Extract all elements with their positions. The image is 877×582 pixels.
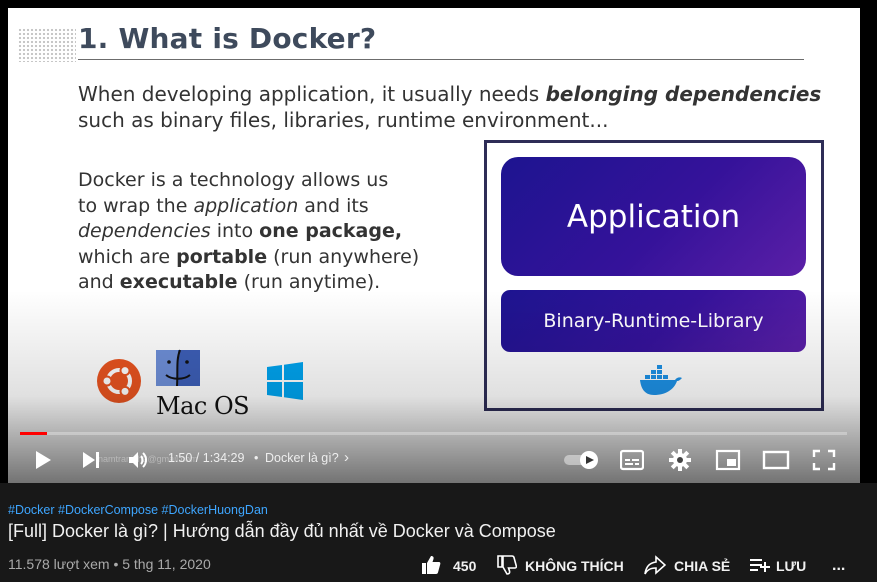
application-box: Application	[501, 157, 806, 276]
watermark-text: namtranich2@gmail.com	[98, 454, 198, 464]
miniplayer-icon[interactable]	[715, 449, 741, 471]
video-frame[interactable]: 1. What is Docker? When developing appli…	[8, 8, 860, 483]
playlist-add-icon	[749, 556, 771, 577]
save-label: LƯU	[776, 558, 807, 574]
like-button[interactable]: 450	[421, 555, 476, 577]
hashtag-links[interactable]: #Docker #DockerCompose #DockerHuongDan	[8, 503, 268, 517]
next-icon[interactable]	[80, 449, 102, 471]
view-count-date: 11.578 lượt xem • 5 thg 11, 2020	[8, 556, 211, 572]
dislike-button[interactable]: KHÔNG THÍCH	[497, 554, 624, 578]
settings-icon[interactable]	[668, 448, 692, 472]
decorative-dot-pattern	[18, 28, 76, 62]
chevron-right-icon[interactable]: ›	[344, 449, 349, 466]
slide-title: 1. What is Docker?	[78, 22, 377, 55]
macos-label: Mac OS	[156, 392, 250, 420]
desc-line: dependencies into one package,	[78, 220, 403, 243]
subtitles-icon[interactable]	[620, 449, 644, 471]
progress-bar[interactable]	[20, 432, 847, 435]
chapter-title[interactable]: Docker là gì?	[265, 451, 339, 465]
ubuntu-logo-icon	[96, 358, 142, 409]
desc-line: to wrap the application and its	[78, 194, 369, 217]
dislike-label: KHÔNG THÍCH	[525, 558, 624, 574]
thumbs-down-icon	[497, 554, 518, 578]
intro-emphasis: belonging dependencies	[545, 82, 822, 106]
desc-line: which are portable (run anywhere)	[78, 245, 420, 268]
play-icon[interactable]	[30, 448, 54, 472]
docker-whale-icon	[639, 365, 683, 402]
share-arrow-icon	[644, 554, 667, 578]
progress-played	[20, 432, 48, 435]
theater-icon[interactable]	[762, 450, 790, 470]
title-divider	[78, 59, 804, 60]
time-display: 1:50 / 1:34:29	[168, 451, 245, 465]
volume-icon[interactable]	[127, 449, 149, 471]
binary-runtime-library-box: Binary-Runtime-Library	[501, 290, 806, 352]
windows-logo-icon	[265, 361, 305, 406]
intro-text: When developing application, it usually …	[78, 82, 546, 106]
share-label: CHIA SẺ	[674, 558, 731, 574]
slide-description: Docker is a technology allows us to wrap…	[78, 168, 419, 296]
player-controls: namtranich2@gmail.com 1:50 / 1:34:29 • D…	[0, 440, 877, 480]
save-button[interactable]: LƯU	[749, 555, 806, 577]
video-title: [Full] Docker là gì? | Hướng dẫn đầy đủ …	[8, 521, 556, 541]
intro-text-line2: such as binary files, libraries, runtime…	[78, 108, 609, 132]
docker-container-diagram: Application Binary-Runtime-Library	[484, 140, 824, 411]
macos-finder-icon	[156, 348, 200, 393]
more-dots: ...	[832, 557, 846, 574]
fullscreen-icon[interactable]	[812, 449, 836, 471]
chapter-separator: •	[254, 451, 259, 465]
thumbs-up-icon	[421, 555, 441, 578]
desc-line: and executable (run anytime).	[78, 271, 381, 294]
video-player[interactable]: 1. What is Docker? When developing appli…	[0, 0, 877, 483]
desc-line: Docker is a technology allows us	[78, 169, 389, 191]
like-count: 450	[453, 558, 477, 574]
autoplay-toggle-icon[interactable]	[563, 450, 601, 470]
share-button[interactable]: CHIA SẺ	[644, 554, 731, 578]
slide-intro: When developing application, it usually …	[78, 81, 821, 133]
more-actions-icon[interactable]: ...	[832, 555, 845, 577]
